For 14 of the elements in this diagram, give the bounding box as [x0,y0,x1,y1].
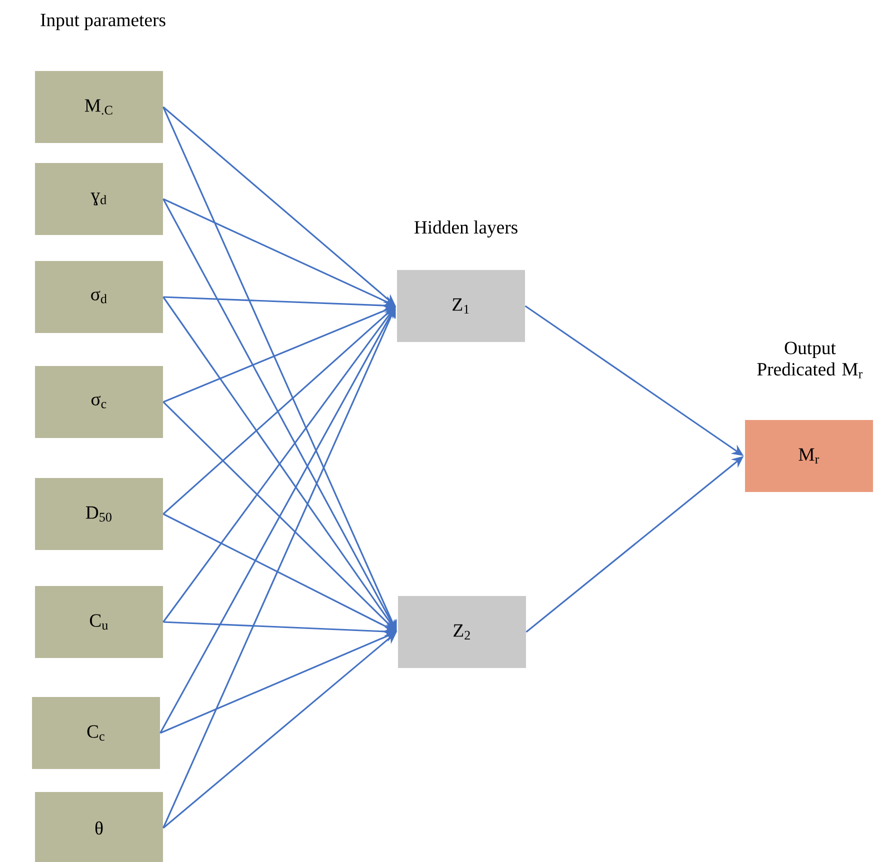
column-heading: Hidden layers [414,220,518,238]
input-box: M$_{.C}$ [35,71,163,143]
hidden-box: Z$_{2}$ [398,596,526,668]
hidden-box: Z$_{1}$ [397,270,525,342]
column-heading: Input parameters [40,14,166,30]
output-box: M$_{r}$ [745,420,873,492]
heading: Output Predicated M$_{r}$ [757,342,863,378]
input-box: ɣ$_{d}$ [35,163,163,235]
input-box: σ$_{d}$ [35,261,163,333]
input-box: θ [35,792,163,862]
input-box: σ$_{c}$ [35,366,163,438]
input-box: C$_{u}$ [35,586,163,658]
input-box: C$_{c}$ [32,697,160,769]
input-box: D$_{50}$ [35,478,163,550]
